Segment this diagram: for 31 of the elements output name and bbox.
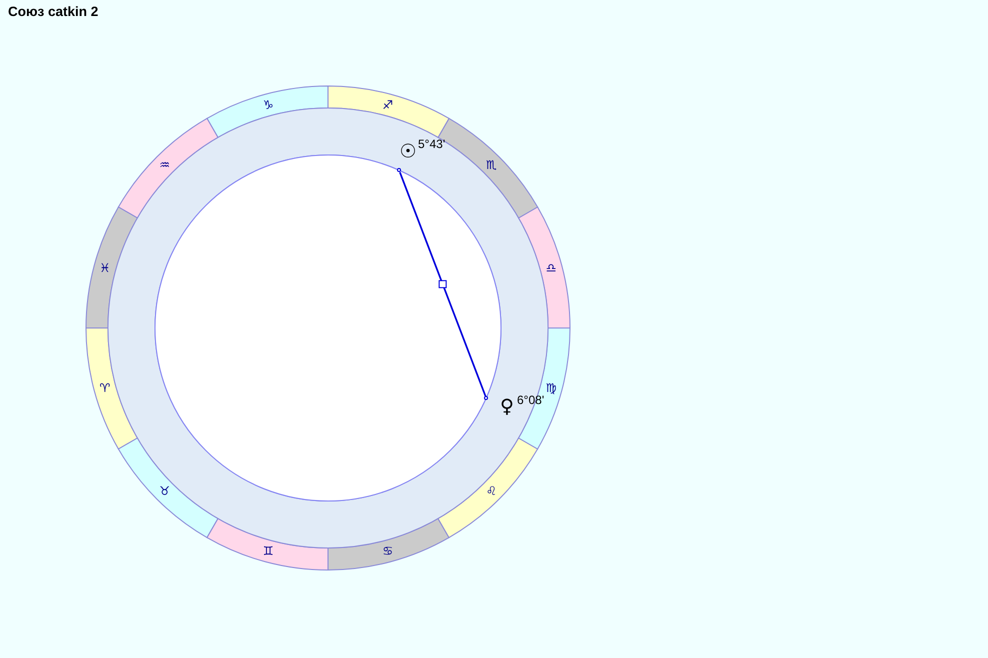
degree-label: 6°08'	[517, 394, 544, 408]
chart-title: Союз catkin 2	[8, 4, 98, 20]
zodiac-glyph: ♊	[262, 545, 274, 558]
zodiac-sector	[85, 327, 138, 450]
degree-label: 5°43'	[418, 138, 446, 152]
zodiac-sector	[518, 206, 571, 329]
planet-glyph: ♀	[500, 398, 514, 416]
zodiac-sector	[327, 518, 450, 571]
zodiac-sector	[437, 437, 539, 539]
planet-glyph: ☉	[399, 142, 417, 162]
zodiac-sector	[117, 117, 219, 219]
zodiac-sector	[206, 518, 329, 571]
zodiac-glyph: ♌	[486, 485, 497, 498]
zodiac-sector	[206, 85, 329, 138]
zodiac-glyph: ♍	[546, 382, 556, 394]
position-marker	[397, 168, 402, 172]
zodiac-glyph: ♈	[99, 382, 110, 394]
zodiac-glyph: ♏	[486, 158, 497, 171]
zodiac-glyph: ♐	[382, 98, 394, 111]
zodiac-sector	[327, 85, 450, 138]
zodiac-sector	[117, 437, 219, 539]
zodiac-glyph: ♎	[546, 262, 556, 274]
zodiac-sector	[518, 327, 571, 450]
position-marker	[484, 396, 488, 400]
zodiac-glyph: ♉	[159, 485, 170, 498]
zodiac-glyph: ♒	[159, 158, 170, 171]
zodiac-sector	[85, 206, 138, 329]
zodiac-glyph: ♑	[262, 98, 274, 111]
zodiac-glyph: ♓	[99, 262, 110, 274]
aspect-line	[399, 172, 486, 396]
zodiac-glyph: ♋	[382, 545, 394, 558]
